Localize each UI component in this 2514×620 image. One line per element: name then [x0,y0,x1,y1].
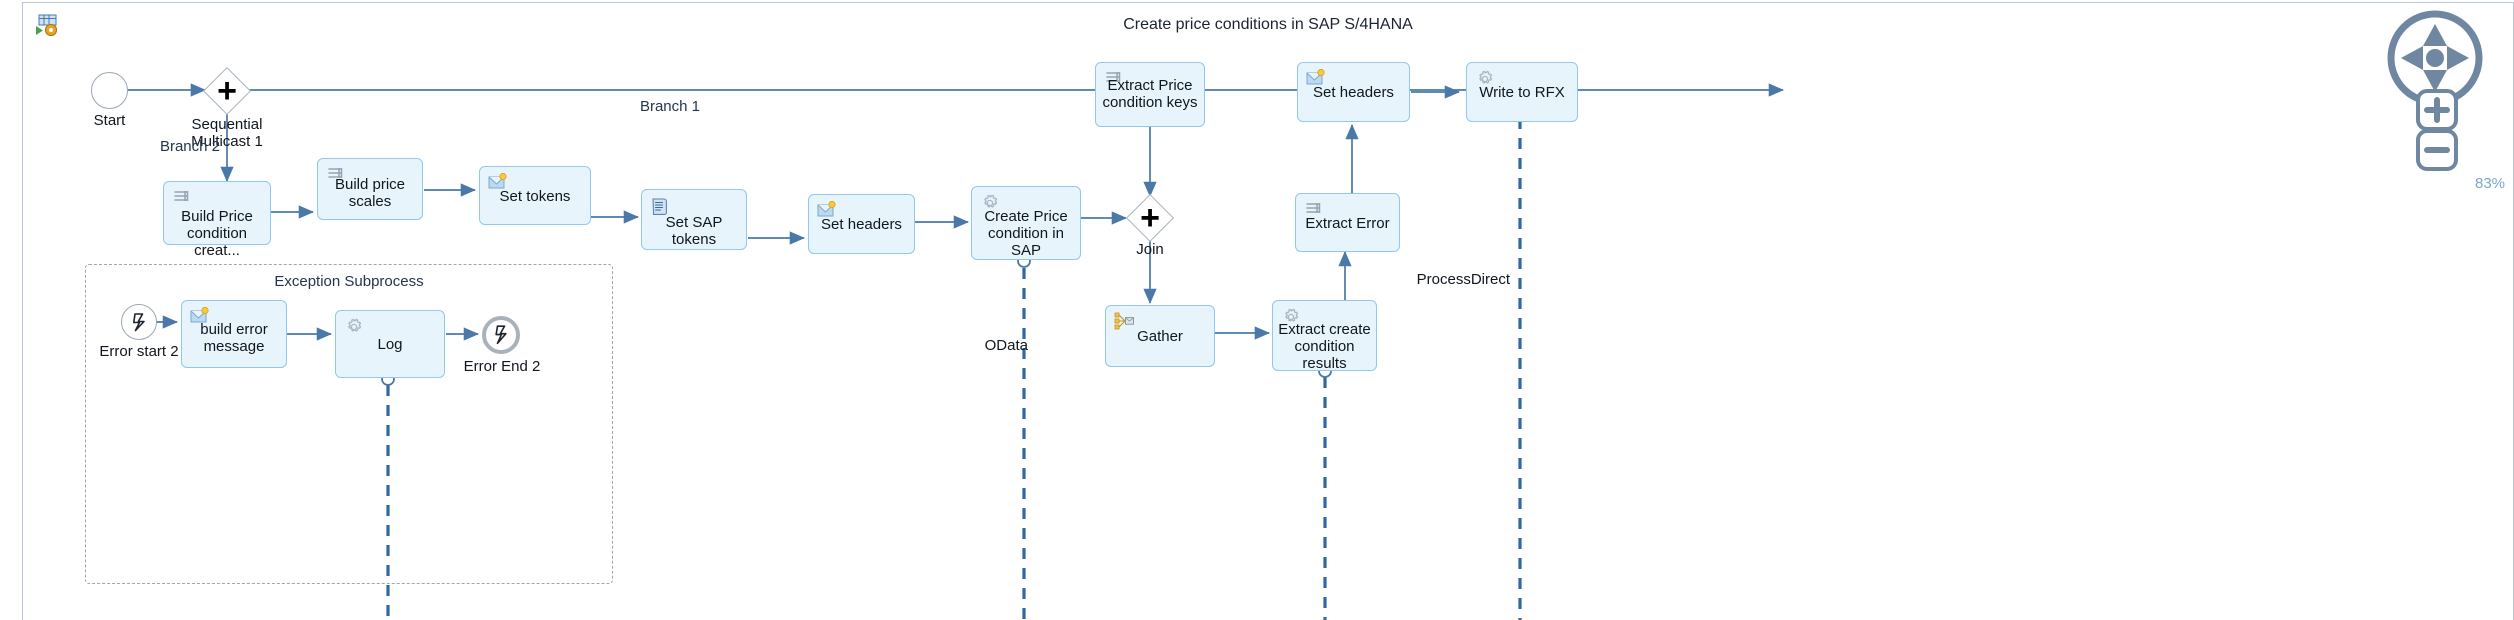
gateway-join-label: Join [1136,241,1164,258]
gather-icon [1114,312,1134,332]
task-gather[interactable]: Gather [1105,305,1215,367]
exception-subprocess[interactable]: Exception Subprocess [85,264,613,584]
gateway-join[interactable]: + [1125,193,1175,243]
task-label: Gather [1137,328,1183,345]
task-label: Build price scales [334,176,406,210]
task-label: Set headers [1313,84,1394,101]
plus-icon: + [217,72,237,110]
task-label: Write to RFX [1479,84,1565,101]
task-build-error-message[interactable]: build error message [181,300,287,368]
task-build-price-condition-create[interactable]: Build Price condition creat... [163,181,271,259]
task-build-price-scales[interactable]: Build price scales [317,158,423,220]
zoom-in-button[interactable] [2415,88,2459,132]
start-event-label: Start [93,112,126,129]
task-set-headers-2[interactable]: Set headers [1297,62,1410,122]
plus-icon: + [1140,199,1160,237]
content-modifier-icon [1104,69,1124,89]
content-modifier-icon [172,188,192,208]
branch-2-label: Branch 2 [159,138,221,155]
page-title: Create price conditions in SAP S/4HANA [1123,16,1413,33]
task-label: Set SAP tokens [665,214,723,248]
message-mapping-icon [817,200,837,221]
task-extract-price-condition-keys[interactable]: Extract Price condition keys [1095,62,1205,127]
error-start-event-2-label: Error start 2 [99,343,179,360]
error-start-event-2[interactable] [121,304,157,340]
participant-processdirect-label: ProcessDirect [1416,271,1510,288]
task-set-tokens[interactable]: Set tokens [479,166,591,225]
plus-icon[interactable] [2415,88,2459,132]
error-bolt-icon [133,313,145,332]
gateway-sequential-multicast[interactable]: + [202,66,252,116]
message-mapping-icon [488,172,508,193]
pool-header: Create price conditions in SAP S/4HANA [22,2,2514,46]
gear-icon [980,193,1000,213]
task-label: Create Price condition in SAP [984,208,1068,259]
message-mapping-icon [190,306,210,327]
content-modifier-icon [1304,200,1324,220]
exception-subprocess-title: Exception Subprocess [274,273,424,290]
task-write-to-rfx[interactable]: Write to RFX [1466,62,1578,122]
pan-navigation-icon[interactable] [2385,8,2485,108]
start-event[interactable] [91,72,128,109]
task-label: Extract Price condition keys [1102,77,1198,111]
task-label: Set tokens [499,188,571,205]
error-end-event-2[interactable] [482,316,520,354]
branch-1-label: Branch 1 [639,98,701,115]
gateway-sequential-multicast-label: Sequential Multicast 1 [191,116,263,150]
participant-odata-label: OData [984,337,1028,354]
task-extract-create-condition-results[interactable]: Extract create condition results [1272,300,1377,372]
zoom-out-button[interactable] [2415,128,2459,172]
gear-icon [344,317,364,337]
script-icon [650,196,670,216]
pan-navigation-control[interactable] [2385,8,2485,108]
content-modifier-icon [326,165,346,185]
gear-icon [1475,69,1495,89]
zoom-level-label: 83% [2475,175,2506,192]
task-set-sap-tokens[interactable]: Set SAP tokens [641,189,747,250]
task-label: Extract create condition results [1278,321,1371,372]
task-label: build error message [200,321,268,355]
task-label: Set headers [821,216,902,233]
task-label: Log [377,336,403,353]
integration-flow-icon [35,14,59,37]
gear-icon [1281,307,1301,327]
minus-icon[interactable] [2415,128,2459,172]
task-set-headers-1[interactable]: Set headers [808,194,915,254]
task-label: Build Price condition creat... [181,208,253,259]
error-end-event-2-label: Error End 2 [463,358,541,375]
task-extract-error[interactable]: Extract Error [1295,193,1400,252]
message-mapping-icon [1306,68,1326,89]
task-label: Extract Error [1305,215,1390,232]
task-create-price-condition-in-sap[interactable]: Create Price condition in SAP [971,186,1081,260]
error-bolt-icon [495,325,507,345]
task-log[interactable]: Log [335,310,445,378]
